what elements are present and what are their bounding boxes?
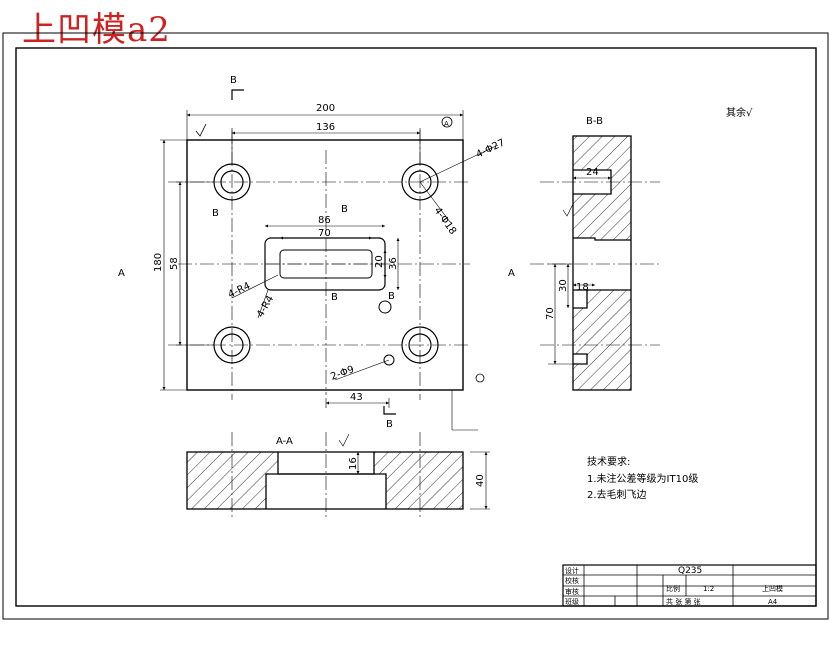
section-aa — [186, 432, 490, 520]
tb-size: A4 — [768, 598, 778, 606]
dim-36: 36 — [388, 257, 399, 270]
section-aa-title: A-A — [276, 436, 293, 447]
title-block-text: 设计 校核 审核 班级 Q235 比例 1:2 上凹模 共 张 第 张 A4 — [565, 566, 783, 606]
note-pins-9: 2-Φ9 — [329, 364, 356, 383]
tb-part-name: 上凹模 — [762, 584, 783, 593]
label-b-hole: B — [212, 208, 219, 219]
pin-hole — [378, 300, 392, 314]
section-bb-title: B-B — [586, 116, 603, 127]
roughness-note: 其余√ — [726, 106, 753, 119]
dim-58: 58 — [169, 257, 180, 270]
note-holes-27: 4-Φ27 — [474, 137, 506, 160]
label-b-pocket-bottom: B — [331, 292, 338, 303]
section-bb-text: B-B 24 30 18 70 — [545, 116, 603, 320]
note-r4a: 4-R4 — [226, 281, 252, 301]
pin-hole — [383, 354, 395, 366]
tb-material: Q235 — [678, 566, 702, 576]
dim-43: 43 — [350, 392, 363, 403]
main-view — [160, 89, 499, 431]
tb-scale-label: 比例 — [666, 584, 680, 593]
title-block — [562, 564, 817, 607]
drawing-title: 上凹模a2 — [22, 10, 171, 50]
tb-sheet-info: 共 张 第 张 — [666, 597, 701, 606]
inner-border — [15, 47, 817, 607]
plate-outline — [186, 139, 464, 391]
tech-item-1: 1.未注公差等级为IT10级 — [587, 472, 698, 485]
tech-item-2: 2.去毛刺飞边 — [587, 489, 647, 501]
label-a-right: A — [508, 268, 515, 279]
label-b-bottom: B — [386, 419, 393, 430]
note-holes-18: 4-Φ18 — [432, 205, 459, 236]
tb-scale-value: 1:2 — [703, 585, 714, 593]
tech-heading: 技术要求: — [587, 455, 630, 468]
dim-18: 18 — [576, 282, 589, 293]
dim-20: 20 — [374, 255, 385, 268]
dim-30: 30 — [558, 279, 569, 292]
dim-136: 136 — [316, 122, 335, 133]
dim-70: 70 — [318, 228, 331, 239]
dim-16: 16 — [348, 457, 359, 470]
tb-row-design: 设计 — [565, 566, 579, 575]
note-r4b: 4-R4 — [255, 294, 276, 320]
tb-row-review: 审核 — [565, 587, 579, 596]
technical-requirements: 技术要求: 1.未注公差等级为IT10级 2.去毛刺飞边 — [587, 455, 698, 501]
tb-row-check: 校核 — [565, 576, 579, 585]
label-b-small: B — [388, 291, 395, 302]
main-view-text: 200 136 180 58 86 70 36 20 43 4-Φ27 4-Φ1… — [118, 75, 515, 430]
dim-70-bb: 70 — [545, 307, 556, 320]
tb-row-class: 班级 — [565, 597, 579, 606]
label-b-top: B — [230, 75, 237, 86]
datum-a: A — [444, 120, 449, 128]
dim-40: 40 — [475, 474, 486, 487]
section-bb — [530, 135, 662, 391]
outer-border — [2, 32, 829, 620]
dim-200: 200 — [316, 103, 335, 114]
dim-86: 86 — [318, 215, 331, 226]
dim-24: 24 — [586, 167, 599, 178]
section-aa-text: A-A 16 40 — [276, 436, 486, 487]
dim-180: 180 — [153, 253, 164, 272]
label-a-left: A — [118, 268, 125, 279]
label-b-pocket-top: B — [341, 204, 348, 215]
